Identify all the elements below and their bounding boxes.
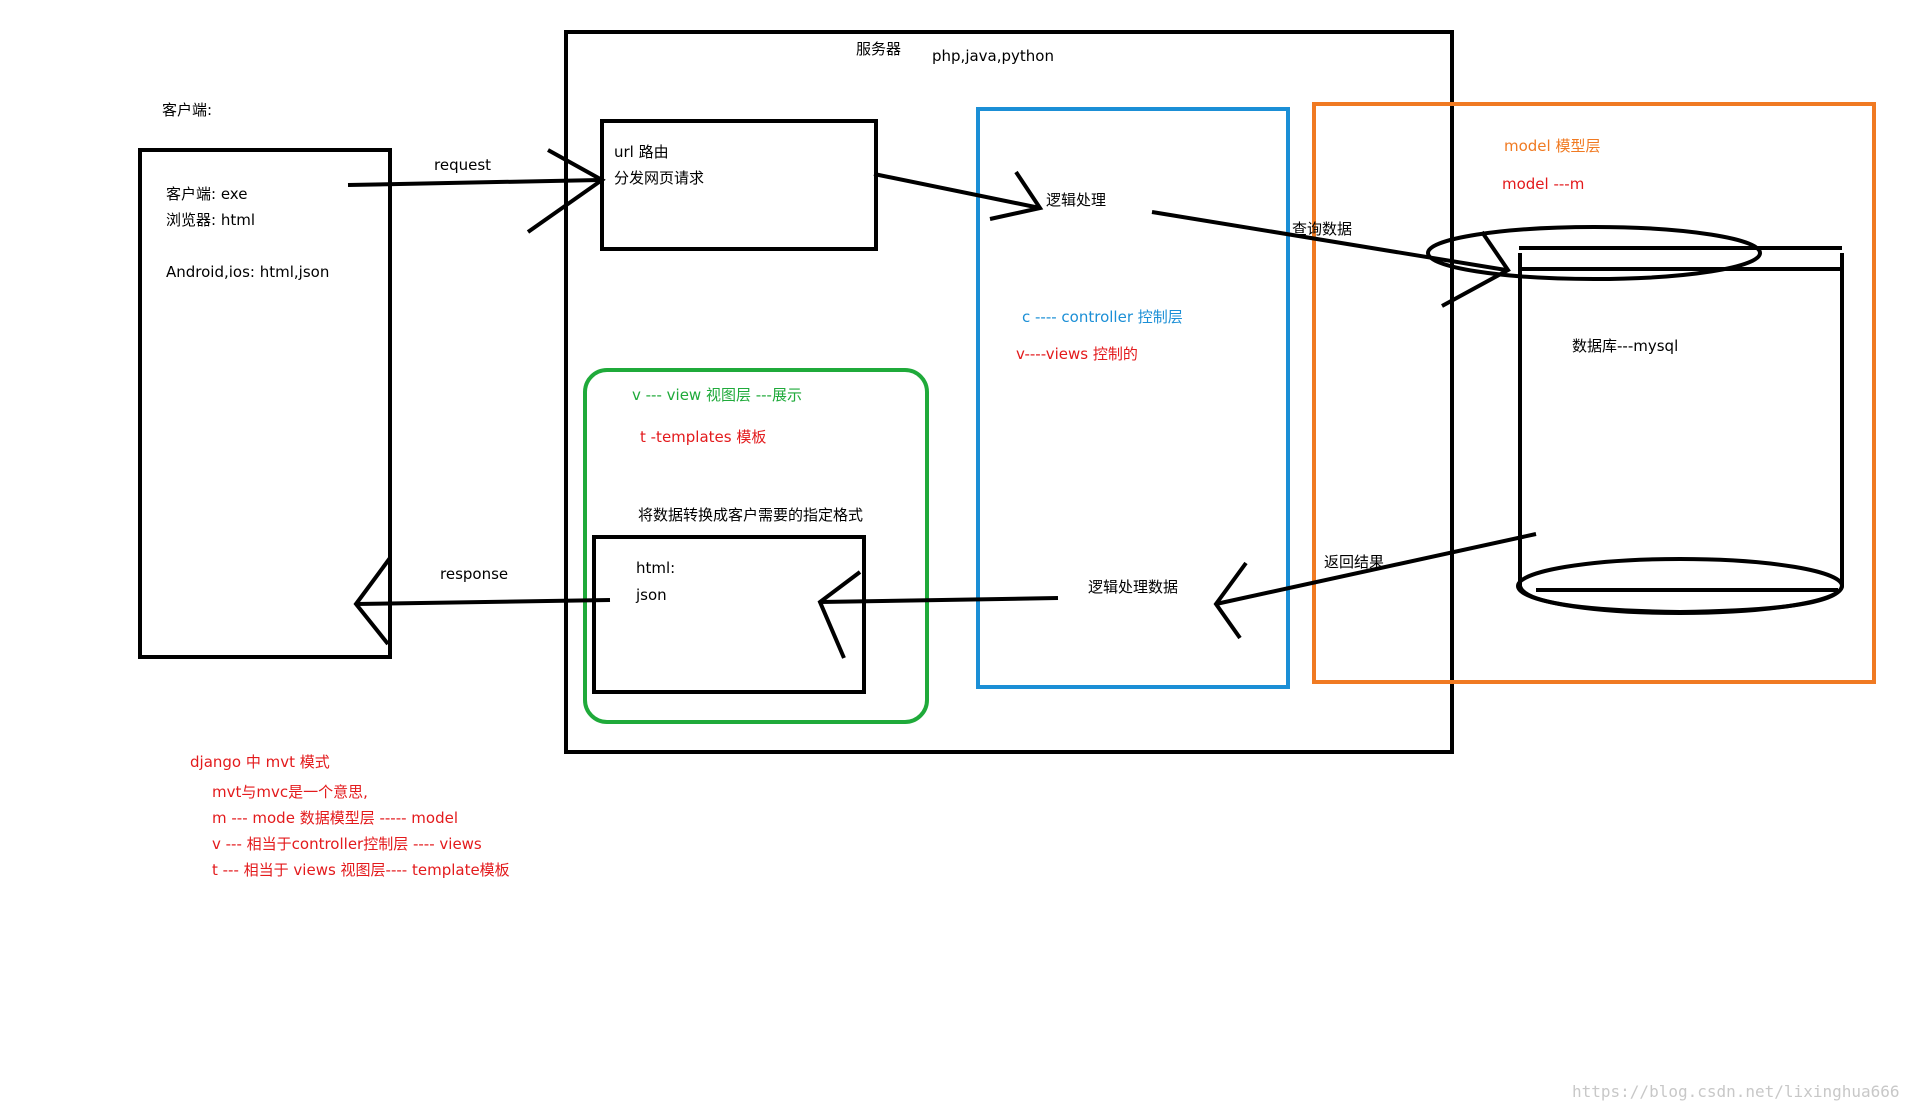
return-arrow xyxy=(1213,532,1537,640)
request-label: request xyxy=(434,156,492,174)
legend-line: mvt与mvc是一个意思, xyxy=(212,783,368,801)
logic-label: 逻辑处理 xyxy=(1046,191,1107,209)
server-title: 服务器 xyxy=(856,40,902,58)
legend-line: m --- mode 数据模型层 ----- model xyxy=(212,809,458,827)
client-box xyxy=(138,148,392,659)
output-line-html: html: xyxy=(636,559,676,577)
response-arrow xyxy=(353,556,611,646)
logic-to-output-arrow xyxy=(817,570,1059,659)
database-cylinder xyxy=(1426,225,1844,615)
database-label: 数据库---mysql xyxy=(1572,337,1679,355)
view-v-label: v --- view 视图层 ---展示 xyxy=(632,386,802,404)
logic-data-label: 逻辑处理数据 xyxy=(1088,578,1179,596)
client-line-exe: 客户端: exe xyxy=(166,185,248,203)
output-line-json: json xyxy=(636,586,667,604)
watermark: https://blog.csdn.net/lixinghua666 xyxy=(1572,1082,1900,1101)
view-t-label: t -templates 模板 xyxy=(640,428,767,446)
model-box xyxy=(1312,102,1876,684)
return-label: 返回结果 xyxy=(1324,553,1385,571)
router-line-dispatch: 分发网页请求 xyxy=(614,169,705,187)
response-label: response xyxy=(440,565,509,583)
legend-title: django 中 mvt 模式 xyxy=(190,753,330,771)
convert-label: 将数据转换成客户需要的指定格式 xyxy=(638,506,864,524)
model-title: model 模型层 xyxy=(1504,137,1601,155)
legend-line: t --- 相当于 views 视图层---- template模板 xyxy=(212,861,510,879)
client-heading: 客户端: xyxy=(162,101,213,119)
query-arrow xyxy=(1151,210,1511,308)
router-to-logic-arrow xyxy=(873,170,1044,221)
model-subtitle: model ---m xyxy=(1502,175,1585,193)
request-arrow xyxy=(347,148,606,234)
view-group-box xyxy=(583,368,929,724)
controller-c-label: c ---- controller 控制层 xyxy=(1022,308,1183,326)
client-line-mobile: Android,ios: html,json xyxy=(166,263,330,281)
output-box xyxy=(592,535,866,694)
router-box xyxy=(600,119,878,251)
controller-v-label: v----views 控制的 xyxy=(1016,345,1138,363)
client-line-browser: 浏览器: html xyxy=(166,211,255,229)
controller-box xyxy=(976,107,1290,689)
legend-line: v --- 相当于controller控制层 ---- views xyxy=(212,835,482,853)
server-languages: php,java,python xyxy=(932,47,1054,65)
query-label: 查询数据 xyxy=(1292,220,1353,238)
server-box xyxy=(564,30,1454,754)
router-line-url: url 路由 xyxy=(614,143,669,161)
